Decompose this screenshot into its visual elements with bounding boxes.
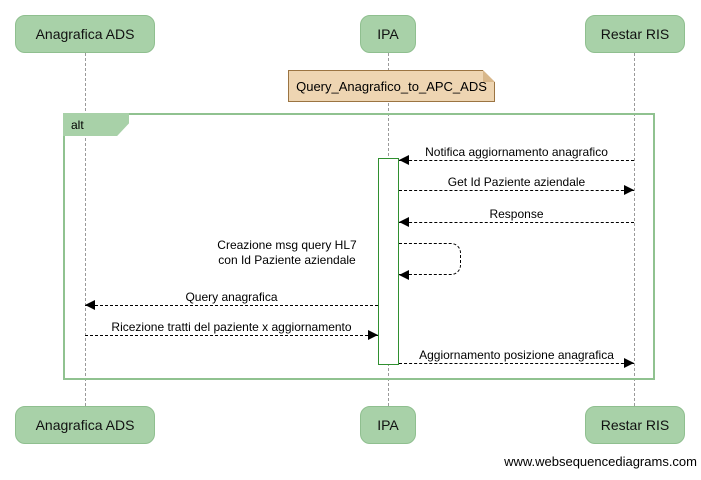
message-line-6 [85,335,378,336]
watermark: www.websequencediagrams.com [504,454,697,469]
self-message-label: Creazione msg query HL7 con Id Paziente … [198,238,376,268]
alt-frame-operator-label: alt [71,117,84,132]
actor-restar-ris-bottom-label: Restar RIS [600,417,670,433]
arrowhead-right-icon-6 [368,330,378,340]
message-label-2: Get Id Paziente aziendale [447,175,586,189]
self-message-loop [399,243,461,275]
activation-bar-ipa [378,158,399,365]
note-folded-corner-icon [483,70,495,82]
actor-ipa-bottom-label: IPA [377,417,399,433]
alt-frame-tab: alt [63,113,129,136]
actor-ipa-top-label: IPA [377,26,399,42]
message-line-5 [85,305,378,306]
message-label-5: Query anagrafica [185,290,278,304]
message-label-3: Response [489,207,544,221]
message-line-7 [399,363,634,364]
message-line-1 [399,160,634,161]
actor-restar-ris-bottom: Restar RIS [585,406,685,444]
message-label-6: Ricezione tratti del paziente x aggiorna… [111,320,352,334]
message-label-1: Notifica aggiornamento anagrafico [425,145,608,159]
self-message-label-line1: Creazione msg query HL7 [217,238,357,252]
message-line-2 [399,190,634,191]
actor-anagrafica-ads-top: Anagrafica ADS [15,15,155,53]
actor-anagrafica-ads-bottom-label: Anagrafica ADS [35,417,135,433]
arrowhead-left-icon-5 [85,300,95,310]
message-label-7: Aggiornamento posizione anagrafica [419,348,614,362]
self-message-label-line2: con Id Paziente aziendale [218,253,356,267]
actor-restar-ris-top: Restar RIS [585,15,685,53]
note-query-anagrafico: Query_Anagrafico_to_APC_ADS [288,70,495,102]
arrowhead-left-icon-3 [399,217,409,227]
arrowhead-right-icon-2 [624,185,634,195]
message-line-3 [399,222,634,223]
actor-ipa-top: IPA [360,15,416,53]
arrowhead-right-icon-7 [624,358,634,368]
lifeline-restar-ris [634,53,635,406]
note-text: Query_Anagrafico_to_APC_ADS [296,78,487,94]
actor-anagrafica-ads-bottom: Anagrafica ADS [15,406,155,444]
actor-ipa-bottom: IPA [360,406,416,444]
alt-frame [63,113,655,380]
arrowhead-left-icon-1 [399,155,409,165]
actor-restar-ris-top-label: Restar RIS [600,26,670,42]
lifeline-anagrafica-ads [85,53,86,406]
actor-anagrafica-ads-top-label: Anagrafica ADS [35,26,135,42]
arrowhead-left-icon-4 [399,270,409,280]
